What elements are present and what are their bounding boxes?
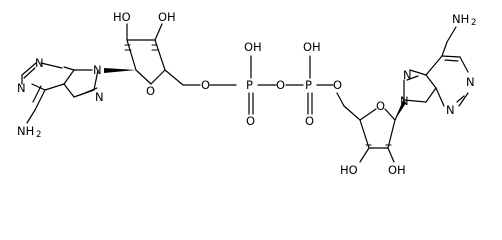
hydroxyl-label: OH	[388, 163, 406, 177]
ester-oxygen-label: O	[333, 78, 342, 92]
amino-subscript-label: 2	[471, 18, 476, 28]
nitrogen-label: N	[446, 103, 455, 117]
diadenosine-diphosphate-structure: HO OH O O P OH O O P OH O O O HO OH N N …	[17, 10, 476, 177]
double-bond-oxygen-label: O	[305, 114, 314, 128]
nitrogen-label: N	[17, 81, 26, 95]
amino-label: NH	[452, 12, 469, 26]
atom-labels: HO OH O O P OH O O P OH O O O HO OH N N …	[17, 10, 476, 177]
phosphorus-label: P	[246, 78, 253, 92]
hydroxyl-label: HO	[340, 163, 358, 177]
hydroxyl-label: OH	[244, 40, 262, 54]
hydroxyl-label: HO	[113, 10, 131, 24]
nitrogen-label: N	[93, 63, 102, 77]
nitrogen-label: N	[466, 75, 475, 89]
bridge-oxygen-label: O	[276, 78, 285, 92]
ring-oxygen-label: O	[146, 84, 155, 98]
bonds	[21, 23, 469, 163]
amino-label: NH	[17, 124, 34, 138]
nitrogen-label: N	[400, 94, 409, 108]
nitrogen-label: N	[35, 56, 44, 70]
hydroxyl-label: OH	[158, 10, 176, 24]
phosphorus-label: P	[305, 78, 312, 92]
hash-bond	[124, 44, 392, 146]
ring-oxygen-label: O	[376, 99, 385, 113]
nitrogen-label: N	[95, 90, 104, 104]
double-bond-oxygen-label: O	[246, 114, 255, 128]
hydroxyl-label: OH	[303, 40, 321, 54]
stereo-bonds	[104, 44, 406, 146]
ester-oxygen-label: O	[201, 78, 210, 92]
nitrogen-label: N	[403, 68, 412, 82]
amino-subscript-label: 2	[36, 130, 41, 140]
